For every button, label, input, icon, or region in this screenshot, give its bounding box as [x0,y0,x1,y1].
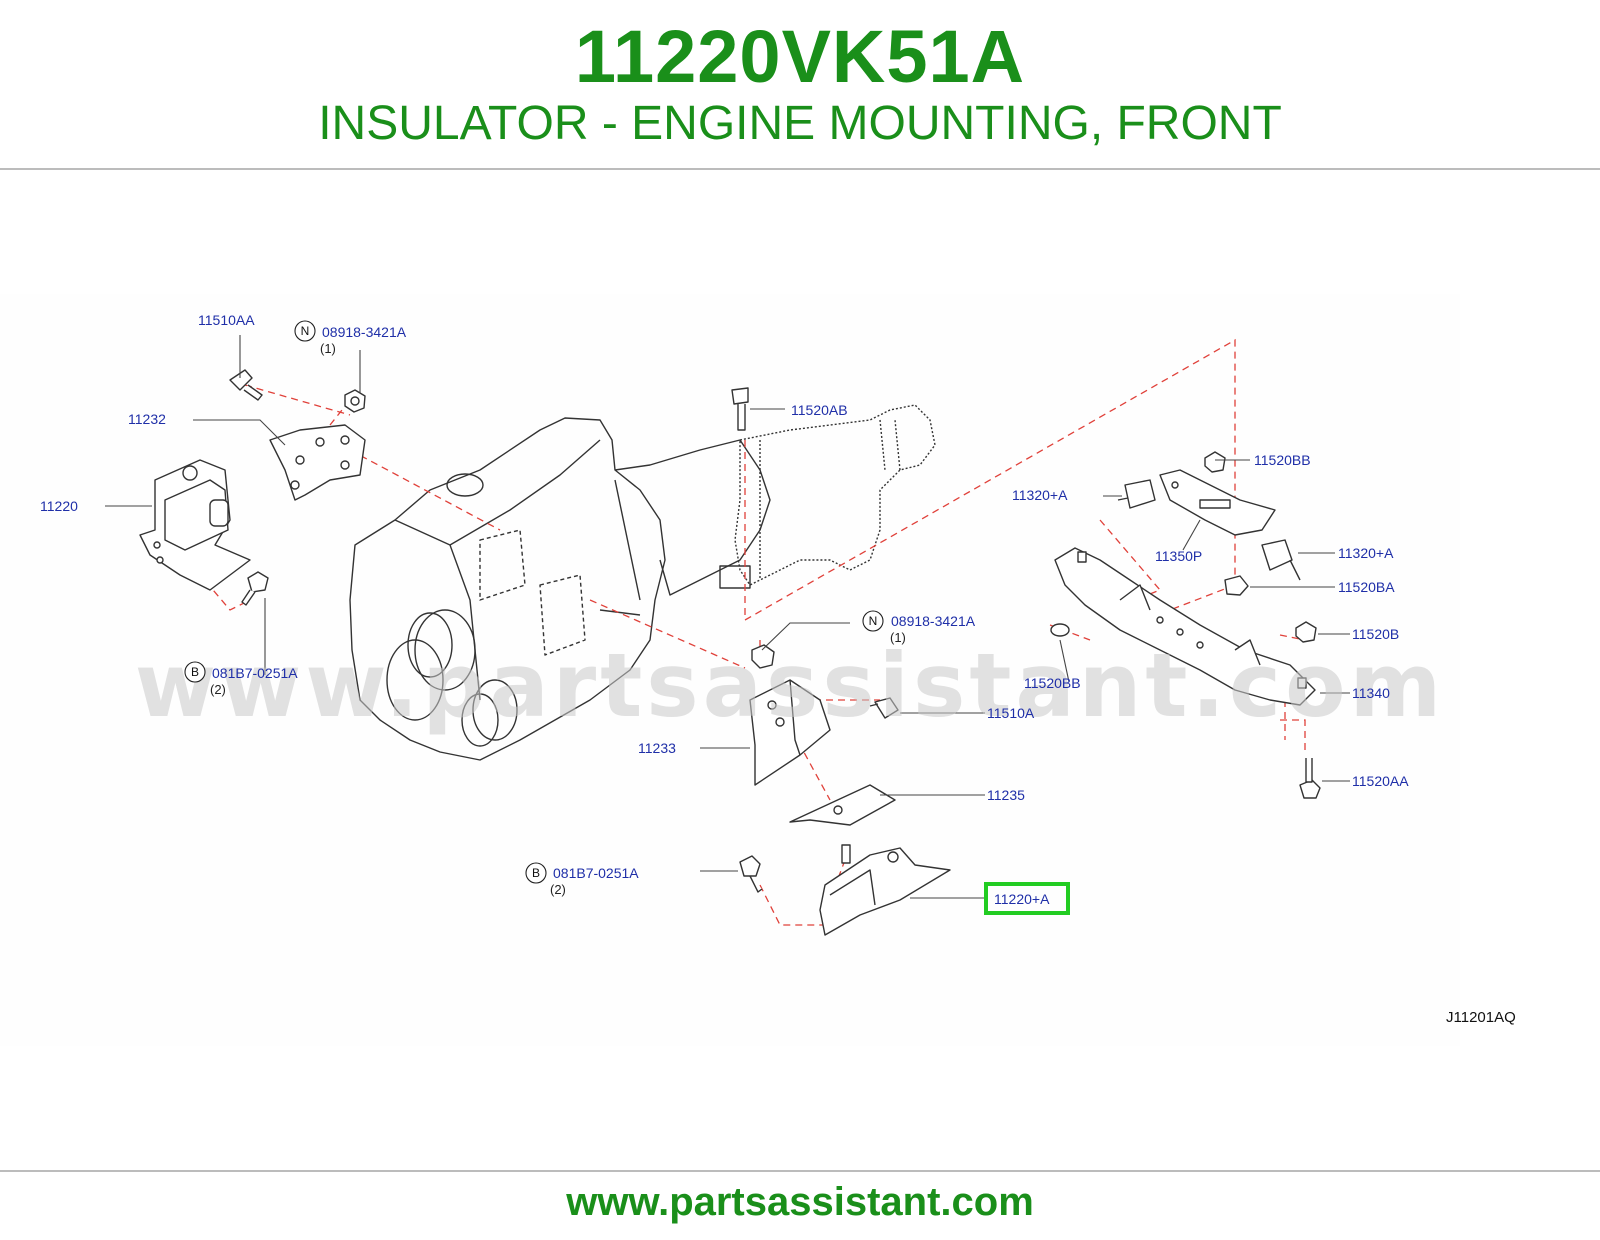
qty-left: (2) [210,682,226,697]
bolt-081B7-left-drawing [241,571,269,606]
label-11320A-left[interactable]: 11320+A [1012,487,1068,503]
parts-diagram: www.partsassistant.com N B N B 11510AA 0… [40,312,1516,1026]
transmission-drawing [734,404,936,586]
engine-block-drawing [349,417,771,761]
left-mount-insulator-drawing [139,459,251,591]
label-11520AA[interactable]: 11520AA [1352,773,1409,789]
mount-11320A-right-drawing [1261,539,1301,581]
bolt-11510AA-drawing [229,369,263,401]
part-name-subtitle: INSULATOR - ENGINE MOUNTING, FRONT [318,97,1282,150]
label-11520BB-low[interactable]: 11520BB [1024,675,1081,691]
front-mount-insulator-drawing [819,844,951,936]
nut-11520BA-drawing [1224,575,1249,596]
footer-url-link[interactable]: www.partsassistant.com [566,1180,1034,1224]
label-11232[interactable]: 11232 [128,411,166,427]
nut-11520B-drawing [1295,621,1317,643]
label-08918-3421A-top[interactable]: 08918-3421A [322,324,407,340]
label-11510A[interactable]: 11510A [987,705,1035,721]
qty-low: (2) [550,882,566,897]
label-081B7-0251A-left[interactable]: 081B7-0251A [212,665,298,681]
n-circle-top-icon [294,320,316,342]
label-11340[interactable]: 11340 [1352,685,1390,701]
n-letter-mid: N [869,614,878,628]
b-circle-low-icon [525,862,547,884]
label-11220A-highlighted[interactable]: 11220+A [994,891,1050,907]
b-letter-left: B [191,665,199,679]
label-11510AA[interactable]: 11510AA [198,312,255,328]
part-number-title: 11220VK51A [574,15,1026,98]
label-11233[interactable]: 11233 [638,740,676,756]
nut-top-drawing [344,389,366,413]
b-letter-low: B [532,866,540,880]
label-11320A-right[interactable]: 11320+A [1338,545,1394,561]
bolt-11510A-drawing [869,697,899,719]
n-letter-top: N [301,324,310,338]
crossmember-11340-drawing [1054,547,1316,706]
qty-mid: (1) [890,630,906,645]
bracket-11350P-drawing [1159,469,1276,536]
label-11520BB-top[interactable]: 11520BB [1254,452,1311,468]
qty-top: (1) [320,341,336,356]
footer-divider [0,1170,1600,1172]
label-11220[interactable]: 11220 [40,498,78,514]
label-11235[interactable]: 11235 [987,787,1025,803]
bolt-081B7-lower-drawing [739,855,763,893]
diagram-code: J11201AQ [1446,1009,1516,1026]
nut-11520BB-top-drawing [1204,451,1226,473]
bolt-11520AA-drawing [1299,758,1321,799]
mount-11320A-left-drawing [1117,479,1156,509]
label-11520AB[interactable]: 11520AB [791,402,848,418]
label-081B7-0251A-low[interactable]: 081B7-0251A [553,865,639,881]
bracket-11233-drawing [749,679,831,786]
label-08918-3421A-mid[interactable]: 08918-3421A [891,613,976,629]
n-circle-mid-icon [862,610,884,632]
nut-mid-drawing [751,644,775,669]
watermark-text: www.partsassistant.com [135,634,1446,737]
washer-11520BB-low-drawing [1050,623,1070,637]
label-11520BA[interactable]: 11520BA [1338,579,1395,595]
leader-lines [105,335,1350,899]
page-header: 11220VK51A INSULATOR - ENGINE MOUNTING, … [0,0,1600,170]
bolt-11520AB-drawing [731,387,749,431]
highlight-box [984,882,1070,915]
label-11350P[interactable]: 11350P [1155,548,1202,564]
plate-11235-drawing [789,784,896,826]
header-divider [0,168,1600,170]
transmission-mount-pad [719,565,751,589]
b-circle-left-icon [184,661,206,683]
left-mount-bracket-drawing [269,424,366,501]
label-11520B[interactable]: 11520B [1352,626,1399,642]
